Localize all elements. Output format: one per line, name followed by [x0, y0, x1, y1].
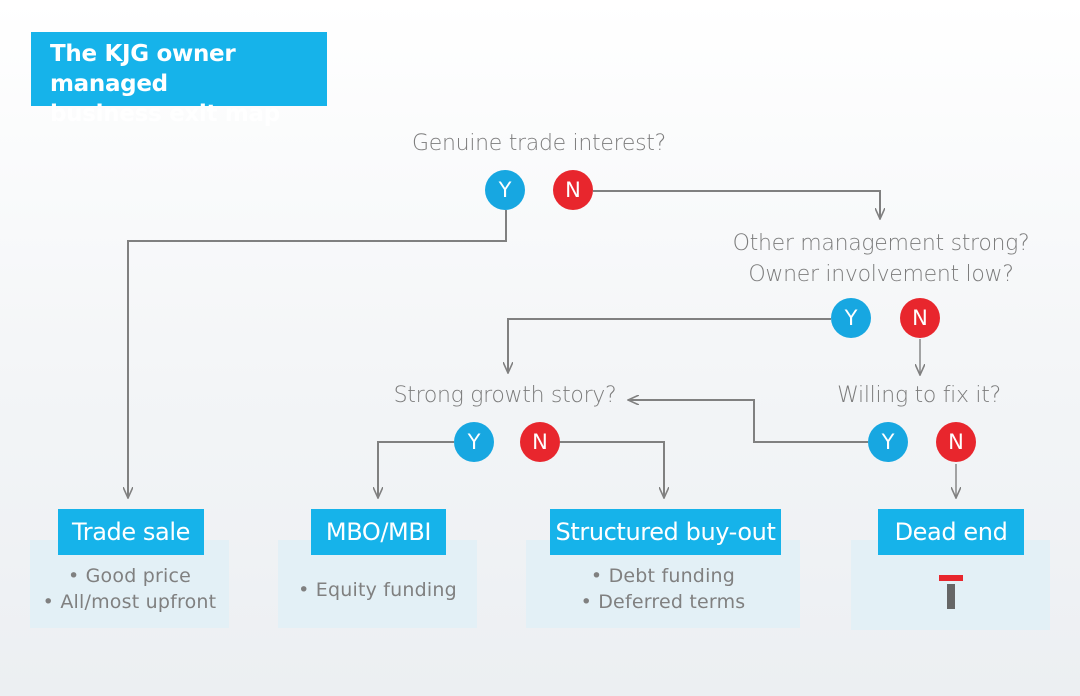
- question-genuine-trade-interest: Genuine trade interest?: [412, 131, 666, 156]
- dead-end-label: Dead end: [878, 509, 1024, 555]
- connector-q1-yes-to-trade-sale: [128, 210, 507, 498]
- dead-end-card: [851, 540, 1050, 630]
- q4-yes-circle: Y: [868, 422, 908, 462]
- structured-buyout-label: Structured buy-out: [550, 509, 781, 555]
- connector-q4-yes-to-q3: [628, 400, 868, 443]
- dead-end-icon: [939, 575, 963, 609]
- q1-yes-circle: Y: [485, 170, 525, 210]
- connector-q3-yes-to-mbo: [378, 441, 454, 498]
- question-strong-growth-story: Strong growth story?: [393, 383, 617, 408]
- q3-yes-circle: Y: [454, 422, 494, 462]
- connector-q3-no-to-structured: [560, 441, 664, 498]
- question-owner-involvement-line: Owner involvement low?: [748, 262, 1014, 287]
- structured-bullet-deferred: • Deferred terms: [580, 591, 746, 613]
- trade-sale-label: Trade sale: [58, 509, 204, 555]
- mbo-mbi-label: MBO/MBI: [311, 509, 446, 555]
- q4-no-circle: N: [936, 422, 976, 462]
- connector-q2-yes-to-q3: [508, 318, 831, 373]
- diagram-title: The KJG owner managed business exit map: [31, 32, 327, 127]
- q3-no-circle: N: [520, 422, 560, 462]
- trade-sale-bullet-price: • Good price: [67, 565, 191, 587]
- q1-no-circle: N: [553, 170, 593, 210]
- question-management-owner: Other management strong? Owner involveme…: [733, 228, 1030, 290]
- trade-sale-bullet-upfront: • All/most upfront: [42, 591, 217, 613]
- q2-yes-circle: Y: [831, 298, 871, 338]
- structured-bullet-debt: • Debt funding: [590, 565, 736, 587]
- title-line-2: business exit map: [50, 101, 280, 127]
- title-line-1: The KJG owner managed: [50, 41, 236, 97]
- question-management-line: Other management strong?: [732, 231, 1030, 256]
- mbo-mbi-bullet-equity: • Equity funding: [298, 579, 457, 601]
- connector-q1-no-to-q2: [593, 190, 880, 219]
- q2-no-circle: N: [900, 298, 940, 338]
- question-willing-to-fix: Willing to fix it?: [837, 383, 1001, 408]
